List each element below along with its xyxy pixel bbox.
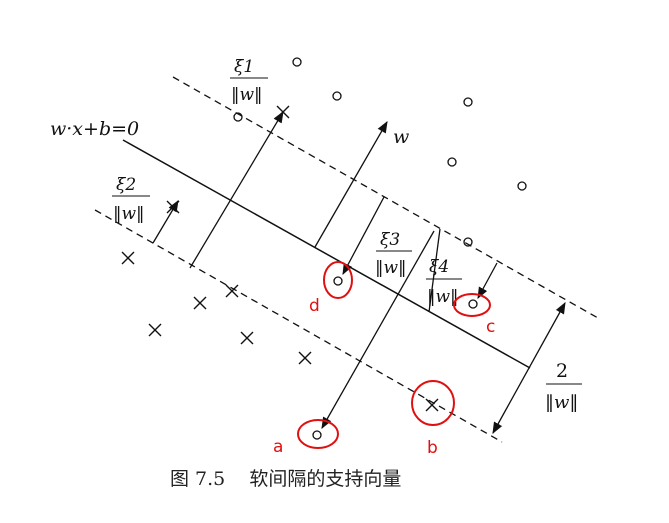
positive-points [233,57,527,440]
upper-margin-line [172,76,599,319]
hyperplane-label: w·x+b=0 [50,118,139,140]
positive-point [463,237,473,247]
xi1-fraction: ξ1 ‖w‖ [230,57,268,105]
negative-point [166,200,180,214]
positive-point [233,112,243,122]
positive-point-c [468,299,478,309]
highlight-d [323,261,353,299]
label-a: a [273,437,283,457]
margin-fraction: 2 ‖w‖ [545,360,582,413]
label-c: c [486,317,495,337]
negative-point [193,296,207,310]
negative-points [121,105,439,412]
xi1-numerator: ξ1 [234,57,254,77]
xi3-fraction: ξ3 ‖w‖ [375,230,412,278]
positive-point-a [312,430,322,440]
positive-point [447,157,457,167]
xi2-numerator: ξ2 [116,175,136,195]
negative-point [240,331,254,345]
xi1-arrow [189,110,284,269]
c-arrow [477,262,498,300]
negative-point [276,105,290,119]
label-b: b [427,438,438,458]
margin-numerator: 2 [556,360,568,382]
positive-point [517,181,527,191]
separating-hyperplane [122,139,531,369]
xi3-arrow [342,196,385,276]
red-annotations [297,261,491,449]
xi4-line [428,228,441,313]
xi4-denominator: ‖w‖ [427,287,459,307]
highlight-a [297,419,339,449]
margin-width-arrow [492,301,566,435]
w-label: w [393,126,409,148]
highlight-b [411,380,455,426]
negative-point [148,323,162,337]
xi4-numerator: ξ4 [429,257,449,277]
w-vector-arrow [314,120,388,248]
negative-point-b [425,398,439,412]
negative-point [225,284,239,298]
xi2-fraction: ξ2 ‖w‖ [112,175,150,224]
xi1-denominator: ‖w‖ [231,85,263,105]
xi3-numerator: ξ3 [380,230,400,250]
xi3-denominator: ‖w‖ [375,258,407,278]
lower-margin-line [94,209,503,443]
highlight-c [453,293,491,317]
positive-point [332,91,342,101]
margin-denominator: ‖w‖ [545,392,578,413]
a-arrow [321,230,435,430]
positive-point-d [333,276,343,286]
xi4-fraction: ξ4 ‖w‖ [426,257,462,307]
figure-caption: 图 7.5 软间隔的支持向量 [170,468,401,490]
label-d: d [309,296,320,316]
positive-point [463,97,473,107]
negative-point [121,251,135,265]
xi2-denominator: ‖w‖ [113,204,145,224]
positive-point [292,57,302,67]
negative-point [298,351,312,365]
